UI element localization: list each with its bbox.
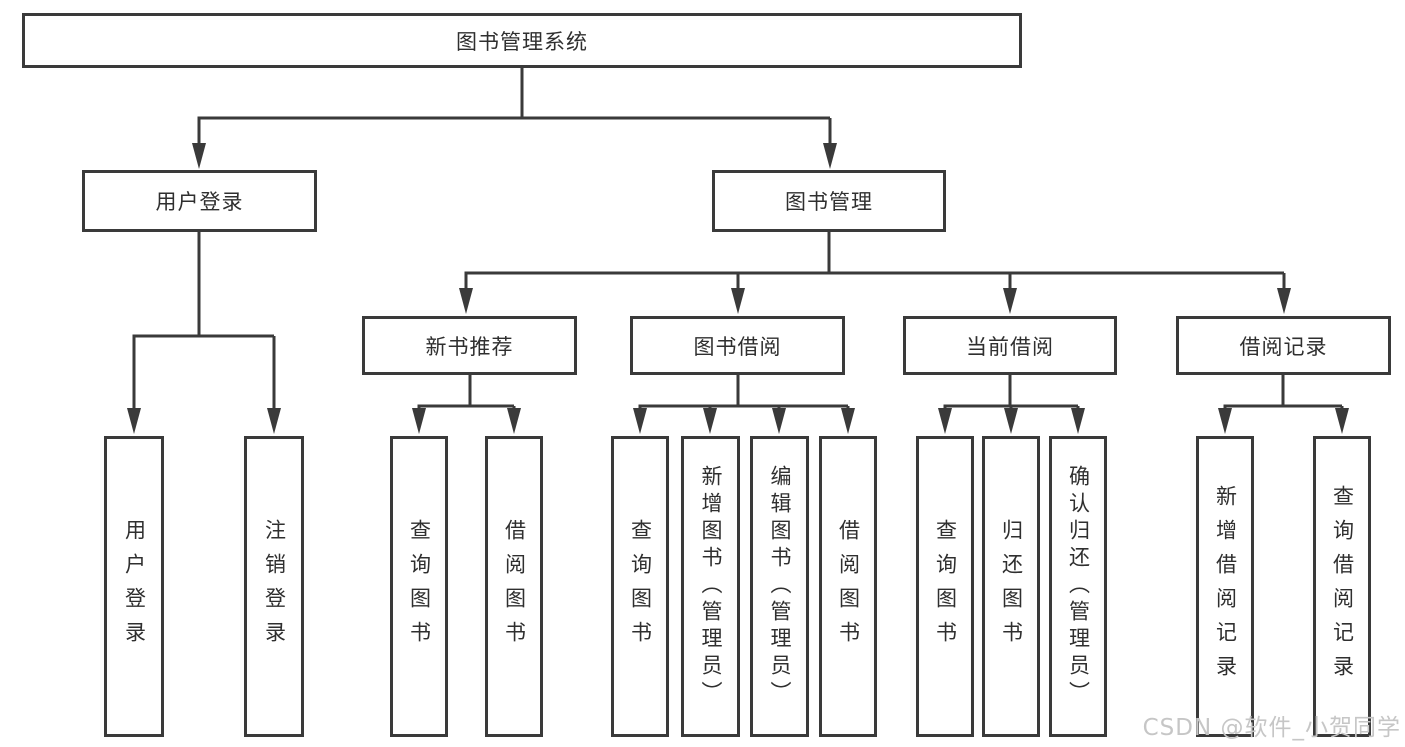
leaf-borrow-books-recommend: 借阅图书 (485, 436, 543, 737)
leaf-add-borrow-record: 新增借阅记录 (1196, 436, 1254, 737)
node-user-login: 用户登录 (82, 170, 317, 232)
node-book-borrowing: 图书借阅 (630, 316, 845, 375)
arrowheads (127, 143, 1349, 434)
node-borrowing-records: 借阅记录 (1176, 316, 1391, 375)
leaf-query-borrow-record-label: 查询借阅记录 (1330, 484, 1355, 689)
leaf-return-books-label: 归还图书 (999, 518, 1024, 655)
node-current-borrowing-label: 当前借阅 (966, 334, 1054, 359)
leaf-confirm-return-admin-label: 确认归还（管理员） (1066, 465, 1091, 708)
connector-borrow-records-children (1223, 375, 1344, 413)
node-user-login-label: 用户登录 (155, 190, 244, 214)
leaf-add-books-admin: 新增图书（管理员） (681, 436, 740, 737)
node-book-management-label: 图书管理 (785, 190, 873, 214)
leaf-logout: 注销登录 (244, 436, 304, 737)
leaf-query-books-current-label: 查询图书 (933, 518, 958, 655)
leaf-edit-books-admin: 编辑图书（管理员） (750, 436, 809, 737)
leaf-query-books-recommend-label: 查询图书 (407, 518, 432, 655)
connector-root-to-level2 (197, 68, 832, 146)
connector-user-login-children (132, 232, 276, 412)
leaf-confirm-return-admin: 确认归还（管理员） (1049, 436, 1107, 737)
leaf-user-login-label: 用户登录 (122, 518, 147, 655)
node-book-management: 图书管理 (712, 170, 946, 232)
leaf-query-books-borrowing: 查询图书 (611, 436, 669, 737)
node-library-management-system: 图书管理系统 (22, 13, 1022, 68)
connector-current-borrow-children (943, 375, 1080, 413)
leaf-query-books-recommend: 查询图书 (390, 436, 448, 737)
leaf-edit-books-admin-label: 编辑图书（管理员） (768, 465, 792, 708)
leaf-borrow-books-borrowing: 借阅图书 (819, 436, 877, 737)
leaf-return-books: 归还图书 (982, 436, 1040, 737)
node-borrowing-records-label: 借阅记录 (1239, 334, 1328, 359)
leaf-user-login: 用户登录 (104, 436, 164, 737)
node-new-book-recommendation: 新书推荐 (362, 316, 577, 375)
connector-book-mgmt-children (464, 232, 1286, 294)
node-new-book-recommendation-label: 新书推荐 (425, 334, 514, 359)
leaf-add-borrow-record-label: 新增借阅记录 (1213, 484, 1238, 689)
leaf-add-books-admin-label: 新增图书（管理员） (699, 465, 723, 708)
connector-book-borrow-children (638, 375, 850, 413)
node-library-management-system-label: 图书管理系统 (456, 29, 588, 54)
leaf-query-books-current: 查询图书 (916, 436, 974, 737)
leaf-borrow-books-borrowing-label: 借阅图书 (836, 518, 861, 655)
watermark: CSDN @软件_小贺同学 (1142, 715, 1401, 741)
node-current-borrowing: 当前借阅 (903, 316, 1117, 375)
leaf-borrow-books-recommend-label: 借阅图书 (502, 518, 527, 655)
leaf-query-borrow-record: 查询借阅记录 (1313, 436, 1371, 737)
node-book-borrowing-label: 图书借阅 (693, 334, 782, 359)
leaf-logout-label: 注销登录 (262, 518, 287, 655)
leaf-query-books-borrowing-label: 查询图书 (628, 518, 653, 655)
connector-new-book-children (417, 375, 516, 413)
